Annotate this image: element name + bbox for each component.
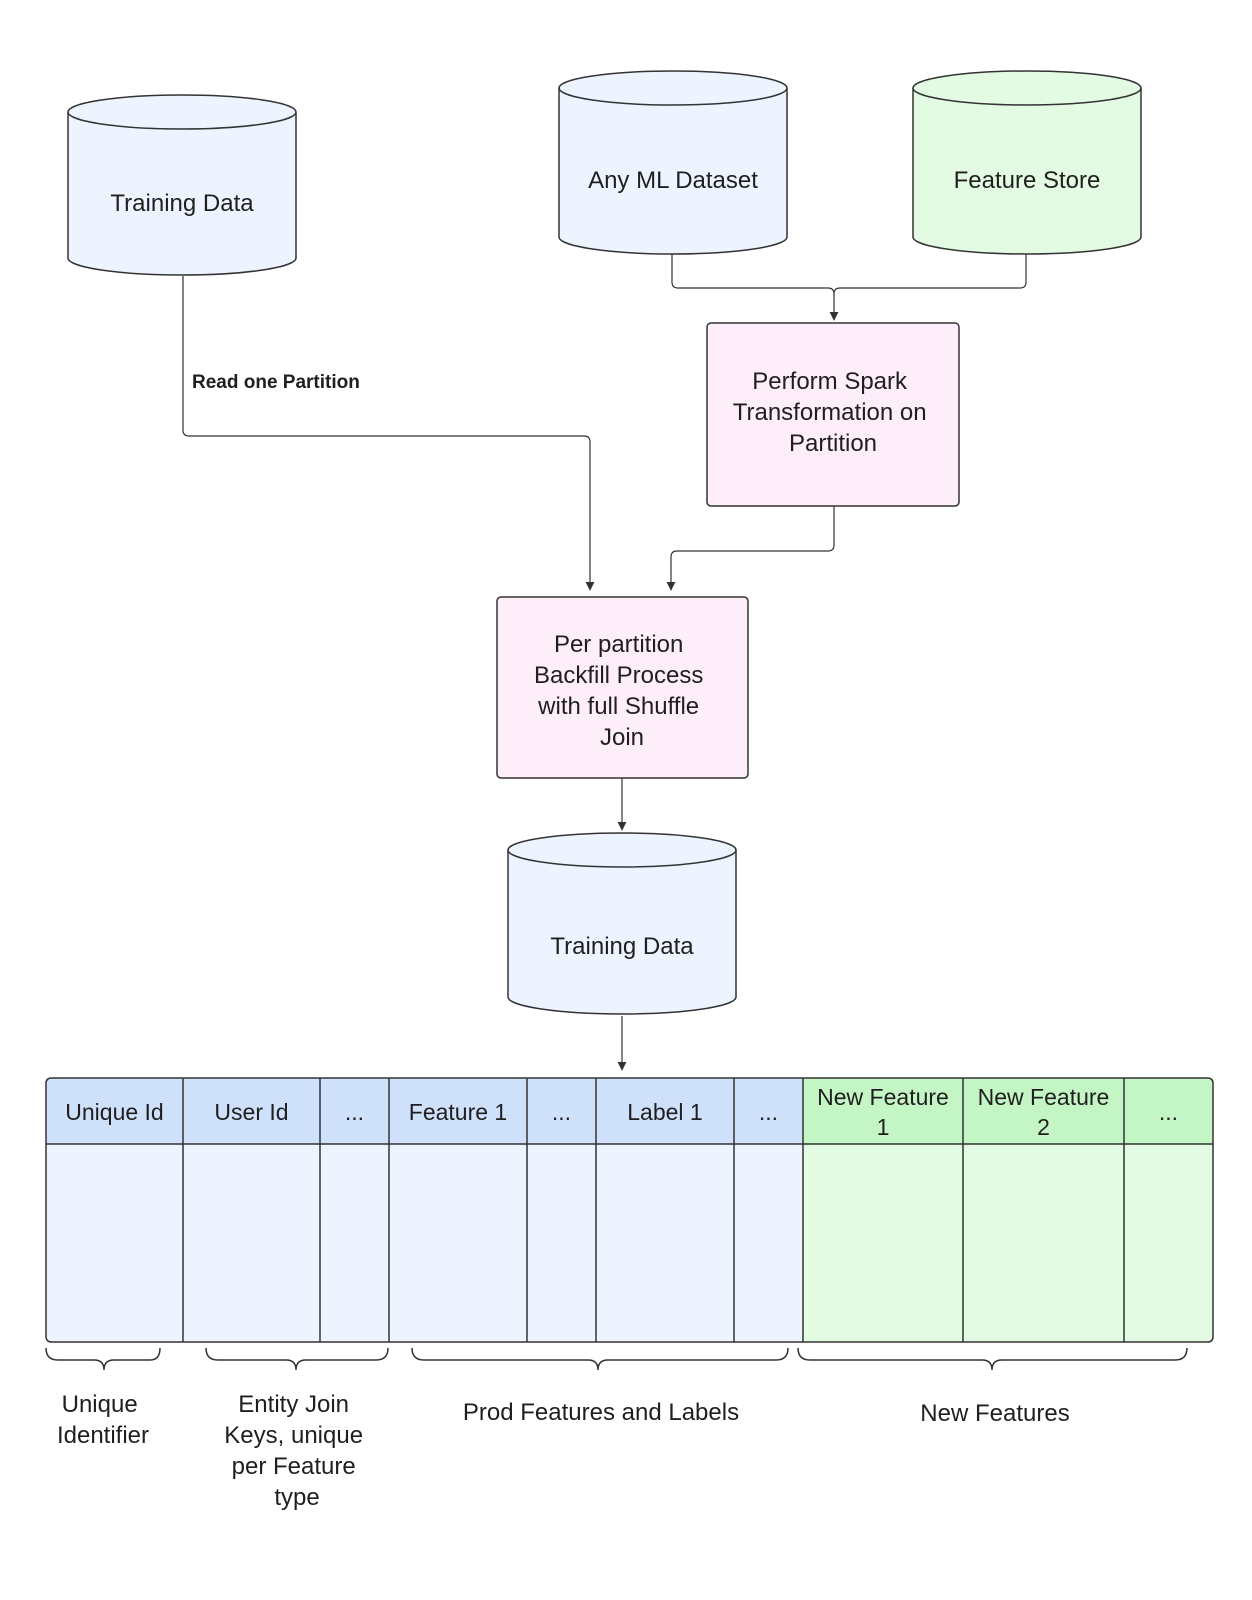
column-header-cell [803, 1078, 963, 1144]
table-column: ... [527, 1078, 596, 1342]
cylinder-top [67, 94, 297, 130]
table-column: Feature 1 [389, 1078, 527, 1342]
column-header-label: ... [345, 1099, 364, 1125]
node-label: Perform Spark Transformation on Partitio… [733, 368, 934, 457]
column-body-cell [963, 1144, 1124, 1342]
column-header-cell [46, 1078, 183, 1144]
cylinder-body [67, 112, 297, 276]
brace-label-new-features: New Features [920, 1400, 1069, 1427]
brace-prod-features-labels [411, 1347, 789, 1371]
cylinder-body [558, 88, 788, 255]
column-body-cell [803, 1144, 963, 1342]
edge-feature-store-to-spark [833, 254, 1027, 295]
column-header-cell [596, 1078, 734, 1144]
node-label: Any ML Dataset [588, 167, 758, 194]
brace-label-unique-identifier: Unique Identifier [57, 1391, 149, 1449]
column-body-cell [734, 1144, 803, 1342]
column-header-cell [389, 1078, 527, 1144]
column-header-label: User Id [214, 1099, 288, 1125]
column-body-cell [596, 1144, 734, 1342]
cylinder-body [507, 850, 737, 1015]
column-header-cell [734, 1078, 803, 1144]
column-body-cell [1124, 1144, 1213, 1342]
brace-new-features [797, 1347, 1188, 1371]
node-label: Training Data [110, 190, 254, 217]
training-data-source-cylinder: Training Data [67, 94, 297, 276]
column-header-cell [183, 1078, 320, 1144]
table-column: User Id [183, 1078, 320, 1342]
node-label: Training Data [550, 933, 694, 960]
any-ml-dataset-cylinder: Any ML Dataset [558, 70, 788, 255]
column-header-label: Unique Id [65, 1099, 163, 1125]
edge-training-data-to-backfill [182, 276, 595, 591]
edges [182, 254, 1027, 1071]
table-column: ... [1124, 1078, 1213, 1342]
cylinder-top [912, 70, 1142, 106]
table-border [45, 1077, 1214, 1343]
column-header-label: ... [1159, 1099, 1178, 1125]
process-box [706, 322, 960, 507]
column-group-braces: Unique Identifier Entity Join Keys, uniq… [45, 1347, 1188, 1511]
spark-transformation-box: Perform Spark Transformation on Partitio… [706, 322, 960, 507]
edge-ml-dataset-to-spark [671, 254, 839, 321]
edge-label-read-one-partition: Read one Partition [192, 372, 360, 393]
brace-label-entity-join-keys: Entity Join Keys, unique per Feature typ… [224, 1391, 369, 1511]
cylinder-body [912, 88, 1142, 255]
column-header-label: ... [759, 1099, 778, 1125]
node-label: Per partition Backfill Process with full… [534, 631, 710, 751]
column-body-cell [46, 1144, 183, 1342]
brace-unique-identifier [45, 1347, 161, 1371]
column-body-cell [389, 1144, 527, 1342]
node-label: Feature Store [954, 167, 1101, 194]
backfill-process-box: Per partition Backfill Process with full… [496, 596, 749, 779]
table-column: Unique Id [46, 1078, 183, 1342]
cylinder-top [507, 832, 737, 868]
column-header-cell [320, 1078, 389, 1144]
process-box [496, 596, 749, 779]
edge-spark-to-backfill [666, 506, 835, 591]
column-header-label: Label 1 [627, 1099, 702, 1125]
feature-store-cylinder: Feature Store [912, 70, 1142, 255]
cylinder-top [558, 70, 788, 106]
training-data-output-cylinder: Training Data [507, 832, 737, 1015]
brace-label-prod-features-labels: Prod Features and Labels [463, 1399, 739, 1426]
training-data-table: Unique Id User Id... Feature 1... Label 1..… [45, 1077, 1214, 1343]
column-header-label: Feature 1 [409, 1099, 507, 1125]
column-body-cell [183, 1144, 320, 1342]
column-header-cell [1124, 1078, 1213, 1144]
column-body-cell [320, 1144, 389, 1342]
column-header-cell [963, 1078, 1124, 1144]
column-header-label: ... [552, 1099, 571, 1125]
brace-entity-join-keys [205, 1347, 389, 1371]
table-column: ... [320, 1078, 389, 1342]
table-column: ... [734, 1078, 803, 1342]
column-header-cell [527, 1078, 596, 1144]
table-column: Label 1 [596, 1078, 734, 1342]
column-body-cell [527, 1144, 596, 1342]
